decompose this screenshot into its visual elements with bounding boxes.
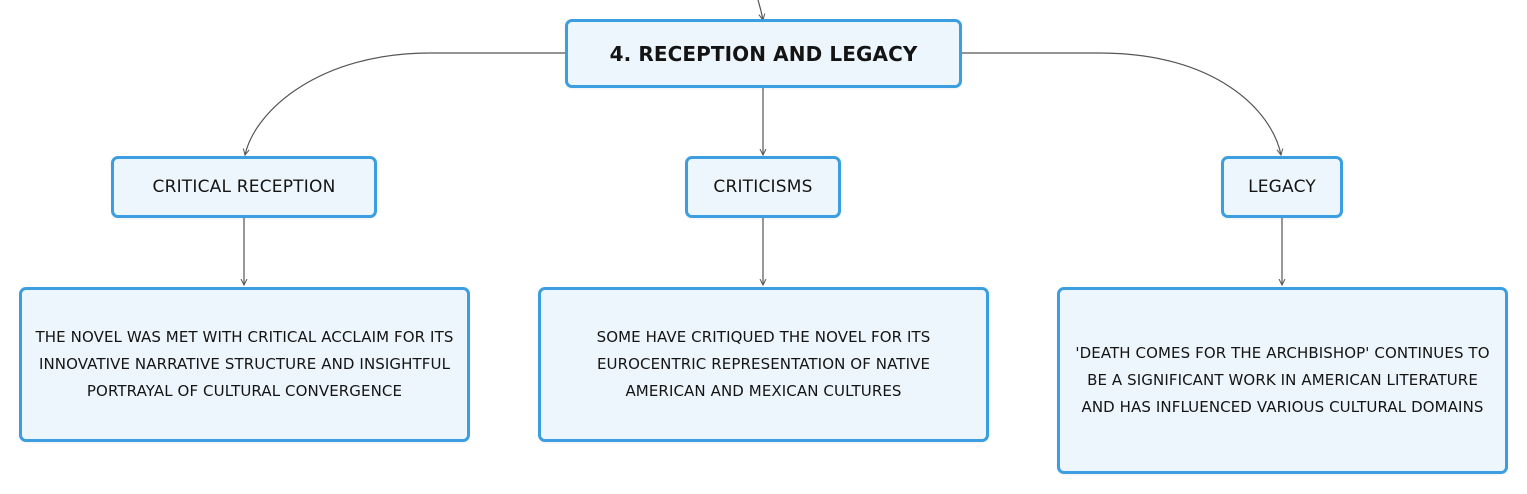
connector-root-to-critical-reception bbox=[245, 52, 565, 155]
detail-text-legacy: 'DEATH COMES FOR THE ARCHBISHOP' CONTINU… bbox=[1075, 344, 1490, 416]
branch-node-criticisms[interactable]: CRITICISMS bbox=[685, 156, 841, 218]
branch-node-legacy[interactable]: LEGACY bbox=[1221, 156, 1343, 218]
detail-node-legacy[interactable]: 'DEATH COMES FOR THE ARCHBISHOP' CONTINU… bbox=[1057, 287, 1508, 474]
branch-label-critical-reception: CRITICAL RECEPTION bbox=[152, 177, 336, 197]
connector-root-to-legacy bbox=[961, 52, 1281, 155]
branch-node-critical-reception[interactable]: CRITICAL RECEPTION bbox=[111, 156, 377, 218]
detail-node-criticisms[interactable]: SOME HAVE CRITIQUED THE NOVEL FOR ITS EU… bbox=[538, 287, 989, 442]
root-topic-node[interactable]: 4. RECEPTION AND LEGACY bbox=[565, 19, 962, 88]
branch-label-legacy: LEGACY bbox=[1248, 177, 1316, 197]
branch-label-criticisms: CRITICISMS bbox=[713, 177, 813, 197]
detail-text-critical-reception: THE NOVEL WAS MET WITH CRITICAL ACCLAIM … bbox=[35, 328, 454, 400]
detail-node-critical-reception[interactable]: THE NOVEL WAS MET WITH CRITICAL ACCLAIM … bbox=[19, 287, 470, 442]
connector-parent-to-root bbox=[757, 0, 763, 20]
root-topic-label: 4. RECEPTION AND LEGACY bbox=[609, 41, 918, 66]
detail-text-criticisms: SOME HAVE CRITIQUED THE NOVEL FOR ITS EU… bbox=[596, 328, 931, 400]
